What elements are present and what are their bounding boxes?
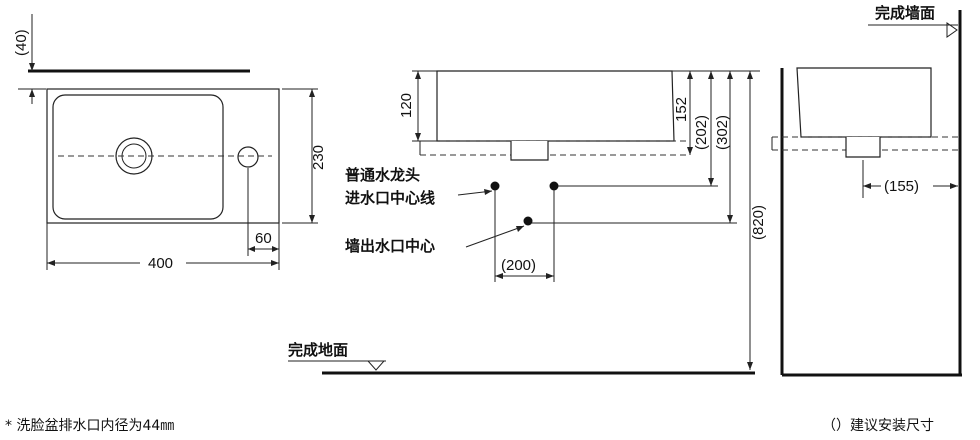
tap-inlet-left-dot [490,181,500,191]
wall-outlet-dot [523,216,533,226]
dim-drain-offset: (155) [884,178,919,195]
wall-marker-icon [946,22,958,38]
label-finished-floor: 完成地面 [288,341,348,359]
dim-wall-outlet-height: (302) [714,115,731,150]
front-elevation: 120 152 (202) (302) (820) [288,70,767,375]
dim-outlet-spacing: (200) [501,257,536,274]
side-elevation: 完成墙面 (155) [771,4,962,377]
dim-basin-width: 400 [148,255,173,272]
dim-basin-depth: 230 [310,145,327,170]
dim-top-gap: (40) [13,29,30,56]
plan-view: (40) 230 60 400 [13,14,327,272]
dim-tap-height: (202) [693,115,710,150]
tap-inlet-right-dot [549,181,559,191]
label-tap-inlet-line1: 普通水龙头 [345,166,420,184]
label-tap-inlet-line2: 进水口中心线 [345,189,435,207]
label-wall-outlet: 墙出水口中心 [345,237,435,255]
note-bracket-meaning: （）建议安装尺寸 [822,418,934,434]
dim-install-height: (820) [750,205,767,240]
side-basin-outline [796,67,932,138]
dim-tap-offset: 60 [255,230,272,247]
front-drain-trap [510,141,549,161]
dim-overall-height: 152 [673,97,690,122]
floor-marker-icon [366,360,386,371]
side-drain-trap [845,137,881,158]
front-basin-outline [436,70,675,142]
label-finished-wall: 完成墙面 [875,4,935,22]
tap-hole-icon [237,146,259,168]
note-drain-diameter: * 洗脸盆排水口内径为44㎜ [5,418,174,434]
dim-bowl-height: 120 [398,93,415,118]
